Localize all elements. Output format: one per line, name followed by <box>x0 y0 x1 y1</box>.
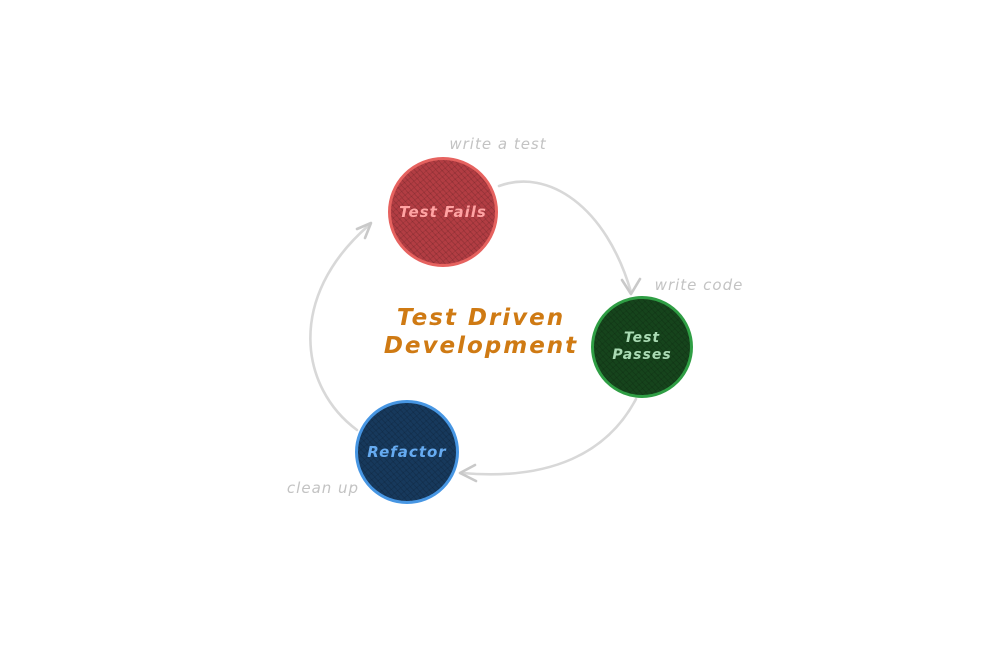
crosshatch-texture <box>358 403 456 501</box>
edge-label-write-code: write code <box>654 276 744 294</box>
node-test-fails-label: Test Fails <box>399 202 487 221</box>
edge-label-write-a-test: write a test <box>449 135 547 153</box>
node-refactor-label: Refactor <box>367 442 447 461</box>
edge-label-clean-up: clean up <box>286 479 360 497</box>
node-refactor: Refactor <box>355 400 459 504</box>
edge-test-passes-to-refactor <box>458 397 638 483</box>
node-test-passes: Test Passes <box>591 296 693 398</box>
crosshatch-texture <box>391 160 495 264</box>
crosshatch-texture <box>594 299 690 395</box>
node-test-fails: Test Fails <box>388 157 498 267</box>
edge-test-fails-to-test-passes <box>497 180 642 296</box>
diagram-title-line2: Development <box>383 333 579 359</box>
diagram-title-line1: Test Driven <box>396 305 566 331</box>
node-test-passes-label: Test Passes <box>612 329 672 364</box>
edge-refactor-to-test-fails <box>309 221 373 432</box>
diagram-title: Test Driven Development <box>371 304 591 360</box>
